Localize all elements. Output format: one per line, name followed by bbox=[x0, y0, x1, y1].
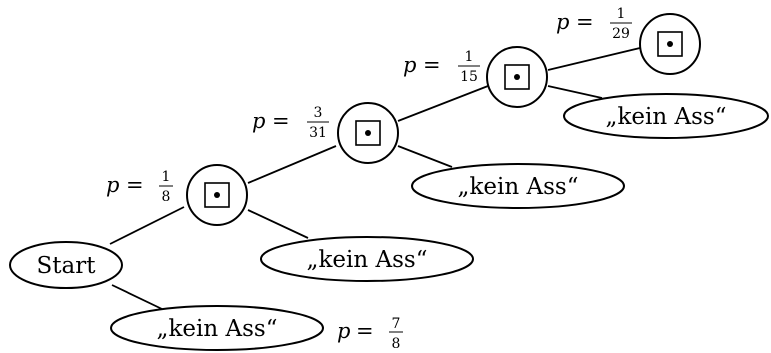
edge-die-1-to-die-2 bbox=[247, 145, 337, 184]
probability-denominator: 15 bbox=[460, 69, 478, 85]
edge-start-to-die-1 bbox=[109, 206, 185, 245]
probability-numerator: 1 bbox=[162, 169, 171, 185]
probability-equals: = bbox=[356, 319, 374, 343]
die-node-2 bbox=[337, 102, 399, 164]
probability-variable: p bbox=[403, 53, 416, 77]
die-face-one-icon bbox=[355, 120, 381, 146]
die-face-one-icon bbox=[204, 182, 230, 208]
no-ace-label: „kein Ass“ bbox=[307, 247, 428, 273]
no-ace-node-4: „kein Ass“ bbox=[563, 93, 769, 139]
probability-equals: = bbox=[126, 173, 144, 197]
probability-label-1-8: p = 1 8 bbox=[106, 169, 173, 205]
probability-label-3-31: p = 3 31 bbox=[252, 105, 329, 141]
die-face-one-icon bbox=[657, 31, 683, 57]
probability-numerator: 1 bbox=[617, 6, 626, 22]
edge-die-2-to-no-ace-3 bbox=[397, 145, 453, 168]
probability-numerator: 3 bbox=[314, 105, 323, 121]
tree-edges bbox=[109, 47, 641, 310]
probability-equals: = bbox=[576, 10, 594, 34]
no-ace-node-1: „kein Ass“ bbox=[110, 305, 324, 351]
probability-label-7-8: p = 7 8 bbox=[337, 316, 403, 352]
die-node-1 bbox=[186, 164, 248, 226]
no-ace-node-3: „kein Ass“ bbox=[411, 163, 625, 209]
probability-denominator: 31 bbox=[309, 125, 327, 141]
probability-denominator: 8 bbox=[392, 336, 401, 352]
probability-numerator: 7 bbox=[392, 316, 401, 332]
probability-label-1-29: p = 1 29 bbox=[556, 6, 632, 42]
probability-variable: p bbox=[252, 109, 265, 133]
edge-die-1-to-no-ace-2 bbox=[247, 209, 309, 239]
probability-denominator: 29 bbox=[612, 26, 630, 42]
die-face-one-icon bbox=[504, 64, 530, 90]
no-ace-label: „kein Ass“ bbox=[458, 174, 579, 200]
edge-die-3-to-die-4 bbox=[547, 47, 641, 71]
no-ace-node-2: „kein Ass“ bbox=[260, 236, 474, 282]
probability-variable: p bbox=[337, 319, 350, 343]
probability-equals: = bbox=[272, 109, 290, 133]
probability-variable: p bbox=[106, 173, 119, 197]
edge-die-2-to-die-3 bbox=[397, 85, 489, 122]
die-node-3 bbox=[486, 46, 548, 108]
no-ace-label: „kein Ass“ bbox=[606, 104, 727, 130]
probability-label-1-15: p = 1 15 bbox=[403, 49, 480, 85]
probability-numerator: 1 bbox=[465, 49, 474, 65]
die-node-4 bbox=[639, 13, 701, 75]
probability-denominator: 8 bbox=[162, 189, 171, 205]
start-node: Start bbox=[9, 241, 123, 289]
edge-start-to-no-ace-1 bbox=[111, 284, 163, 310]
edge-die-3-to-no-ace-4 bbox=[547, 85, 603, 99]
no-ace-label: „kein Ass“ bbox=[157, 316, 278, 342]
probability-variable: p bbox=[556, 10, 569, 34]
start-label: Start bbox=[37, 253, 97, 279]
probability-equals: = bbox=[423, 53, 441, 77]
